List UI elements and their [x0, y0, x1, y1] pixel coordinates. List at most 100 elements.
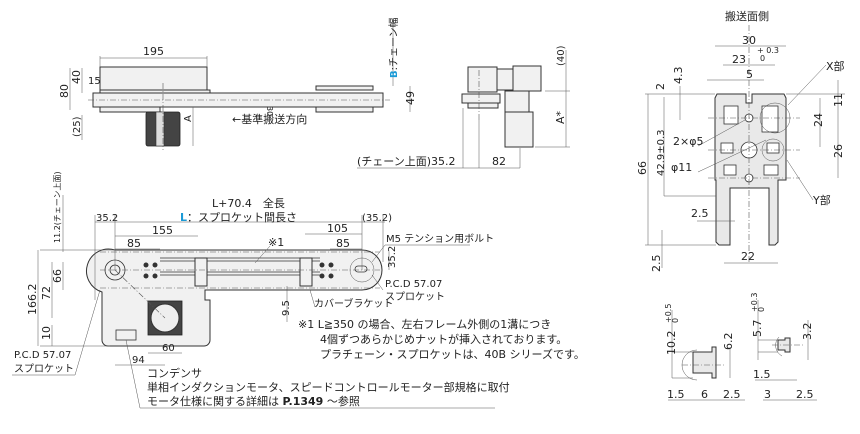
mounting-holes	[143, 262, 334, 279]
slot-detail-y: 5.7 +0.3 0 3.2 1.5 3 2.5	[750, 293, 817, 401]
x-dim-10-2: 10.2	[665, 331, 678, 356]
dim-30: 30	[265, 106, 274, 116]
dim-11-2-chain-top: 11.2(チェーン上面)	[53, 171, 62, 243]
dim-11: 11	[832, 93, 845, 107]
y-tol-zero: 0	[757, 307, 766, 312]
tol-plus: + 0.3	[757, 46, 779, 55]
side-connector	[496, 68, 514, 91]
dim-26: 26	[832, 144, 845, 158]
top-view: 195 80 40 15 (25) 30 A ←基準搬送方向 B:チェーン幅 4…	[58, 18, 417, 150]
leader-line	[697, 139, 767, 173]
dim-35-2-right: (35.2)	[362, 213, 392, 224]
dim-94: 94	[132, 355, 145, 366]
dim-155: 155	[152, 224, 173, 237]
conveying-direction-label: ←基準搬送方向	[232, 112, 307, 126]
dim-4-3: 4.3	[672, 67, 685, 85]
y-dim-2-5: 2.5	[796, 388, 814, 401]
y-dim-5-7: 5.7	[751, 320, 764, 338]
tension-slot	[354, 265, 368, 273]
y-part-label: Y部	[812, 193, 831, 207]
leader-line	[309, 289, 316, 308]
chain-top-dim: (チェーン上面)35.2	[357, 155, 456, 168]
pcd-right: P.C.D 57.07	[385, 279, 442, 290]
dim-10: 10	[40, 326, 53, 340]
y-dim-1-5: 1.5	[753, 368, 771, 381]
y-tol-plus: +0.3	[750, 293, 759, 312]
side-box-right	[512, 65, 542, 92]
leader-line	[697, 119, 746, 147]
x-dim-2-5: 2.5	[723, 388, 741, 401]
dim-85-right: 85	[336, 237, 350, 250]
leader-line	[74, 289, 101, 376]
dim-35-2-left: 35.2	[96, 213, 118, 224]
y-dim-3: 3	[764, 388, 771, 401]
dim-A: A	[183, 115, 194, 122]
dim-24: 24	[812, 113, 825, 127]
motor-note-1: 単相インダクションモータ、スピードコントロールモーター部規格に取付	[147, 380, 510, 394]
x-dim-6: 6	[701, 388, 708, 401]
slot	[761, 105, 779, 133]
slot-x-shape	[692, 346, 717, 379]
conveyor-frame	[86, 248, 383, 347]
pcd-left: P.C.D 57.07	[14, 350, 71, 361]
sprocket-left-label: スプロケット	[14, 363, 74, 375]
footnote-line-3: プラチェーン・スプロケットは、40B シリーズです。	[320, 347, 585, 361]
motor-stripe	[155, 111, 165, 147]
footnote-line-2: 4個ずつあらかじめナットが挿入されております。	[320, 332, 567, 346]
dim-2-5: 2.5	[691, 207, 709, 220]
end-plate-bottom	[315, 106, 374, 113]
dim-82: 82	[492, 155, 506, 168]
dim-25: (25)	[72, 116, 83, 137]
dim-A-star: A*	[554, 110, 567, 124]
slot	[766, 142, 780, 154]
leader-line	[125, 339, 141, 409]
hole-11-label: φ11	[671, 161, 692, 174]
x-dim-6-2: 6.2	[722, 333, 735, 351]
front-view: L+70.4 全長 L：スプロケット間長さ 35.2 (35.2) 155 10…	[12, 171, 510, 409]
dim-2-5-bottom: 2.5	[650, 255, 663, 273]
dim-42-9: 42.9±0.3	[656, 129, 667, 176]
dim-30: 30	[742, 34, 756, 47]
x-tol-plus: +0.5	[664, 304, 673, 323]
dim-15: 15	[88, 76, 101, 87]
lower-bracket	[99, 106, 161, 113]
end-plate-top	[315, 85, 374, 91]
slot	[720, 142, 734, 154]
cover-bracket-left	[194, 257, 208, 287]
side-view: (チェーン上面)35.2 82 (40) A*	[357, 45, 570, 169]
leader-line	[787, 64, 827, 106]
slot	[723, 164, 737, 176]
slot	[763, 164, 779, 176]
side-frame	[467, 102, 499, 109]
dim-5: 5	[746, 68, 753, 81]
dim-66: 66	[51, 269, 64, 283]
dim-66: 66	[636, 161, 649, 175]
motor-box-top	[99, 66, 208, 91]
dim-49: 49	[404, 91, 417, 105]
slot	[723, 105, 739, 125]
y-dim-3-2: 3.2	[801, 323, 814, 341]
footnote: ※1 L≧350 の場合、左右フレーム外側の1溝につき 4個ずつあらかじめナット…	[298, 317, 585, 361]
dim-40-paren: (40)	[556, 45, 567, 66]
chain-width-label: B:チェーン幅	[387, 18, 400, 79]
leader-line	[371, 244, 386, 263]
tension-bolt-label: M5 テンション用ボルト	[386, 233, 494, 245]
holes-2x5: 2×φ5	[673, 135, 703, 148]
condenser-label: コンデンサ	[147, 366, 202, 380]
sprocket-length-label: L：スプロケット間長さ	[180, 211, 297, 224]
cover-bracket-label: カバーブラケット	[314, 297, 393, 310]
dim-195: 195	[143, 45, 164, 58]
leader-line	[786, 159, 814, 201]
dim-166-2: 166.2	[26, 284, 39, 316]
side-box-left	[467, 66, 498, 93]
footnote-line-1: ※1 L≧350 の場合、左右フレーム外側の1溝につき	[298, 317, 551, 331]
sprocket-right-label: スプロケット	[385, 291, 445, 303]
slot-detail-x: 10.2 +0.5 0 6.2 1.5 6 2.5	[664, 304, 745, 401]
dim-60: 60	[162, 343, 175, 354]
dim-72: 72	[40, 286, 53, 300]
dim-85-left: 85	[127, 237, 141, 250]
detail-arc	[775, 336, 783, 357]
x-tol-zero: 0	[671, 318, 680, 323]
conveying-side-label: 搬送面側	[725, 9, 769, 23]
leader-line	[254, 245, 271, 264]
